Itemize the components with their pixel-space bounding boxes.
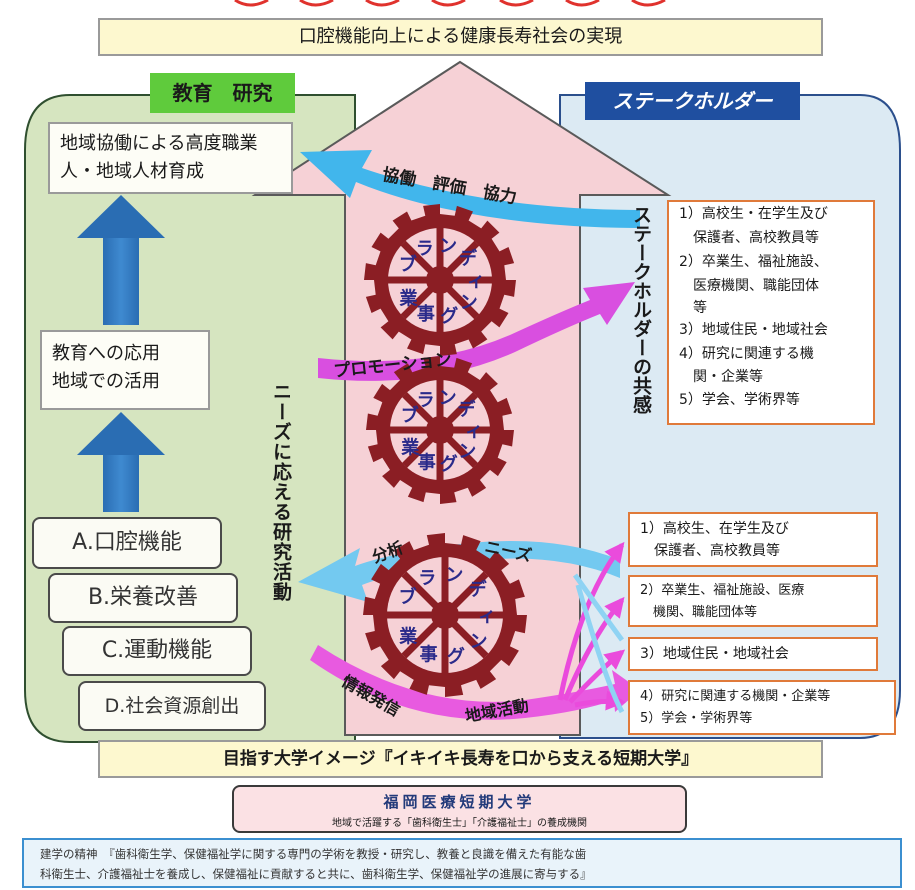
theme-c-box: C.運動機能 — [62, 626, 252, 676]
top-banner-text: 口腔機能向上による健康長寿社会の実現 — [298, 26, 623, 47]
application-box: 教育への応用 地域での活用 — [40, 330, 210, 410]
stakeholder-list-line: 保護者、高校教員等 — [679, 230, 819, 246]
stakeholder-list-line: 2）卒業生、福祉施設、 — [679, 254, 828, 270]
stakeholder-list-line: 1）高校生・在学生及び — [679, 206, 828, 222]
gear-word: 事 — [420, 644, 438, 666]
gear-word: ブ — [399, 586, 417, 608]
gear-word: グ — [440, 305, 458, 327]
goal-box-text: 地域協働による高度職業人・地域人材育成 — [60, 133, 258, 182]
image-banner: 目指す大学イメージ『イキイキ長寿を口から支える短期大学』 — [98, 740, 823, 778]
theme-b-text: B.栄養改善 — [87, 585, 199, 610]
gear-word: グ — [447, 646, 465, 668]
stakeholder-title: ステークホルダー — [585, 82, 800, 120]
stakeholder-box-1-line: 1）高校生、在学生及び — [640, 521, 789, 537]
theme-d-text: D.社会資源創出 — [104, 695, 240, 717]
gear-word: 業 — [398, 625, 418, 647]
theme-a-text: A.口腔機能 — [72, 530, 182, 555]
stakeholder-box-1: 1）高校生、在学生及び 保護者、高校教員等 — [628, 512, 878, 567]
spirit-line-2: 科衛生士、介護福祉士を養成し、保健福祉に貢献すると共に、歯科衛生学、保健福祉学の… — [40, 867, 592, 881]
up-arrow-upper — [77, 195, 165, 325]
analysis-arrow — [298, 541, 620, 602]
gear-3: ブランディング事業 — [363, 533, 527, 697]
gear-1: ブランディング事業 — [364, 204, 516, 356]
gear-word: ラ — [418, 568, 436, 589]
research-vertical-label: ニーズに応える研究活動 — [270, 382, 292, 602]
stakeholder-list-line: 4）研究に関連する機 — [679, 346, 814, 362]
gear-word: ィ — [467, 270, 485, 291]
stakeholder-box-2-line: 機関、職能団体等 — [640, 605, 758, 620]
gear-word: ン — [458, 442, 476, 463]
theme-d-box: D.社会資源創出 — [78, 681, 266, 731]
gear-word: グ — [440, 453, 458, 475]
gear-word: ィ — [478, 605, 496, 626]
stakeholder-box-2: 2）卒業生、福祉施設、医療 機関、職能団体等 — [628, 575, 878, 627]
gear-word: ラ — [416, 238, 434, 259]
stakeholder-box-4-line: 5）学会・学術界等 — [640, 711, 753, 726]
stakeholder-box-2-line: 2）卒業生、福祉施設、医療 — [640, 583, 805, 598]
spirit-line-1: 建学の精神 『歯科衛生学、保健福祉学に関する専門の学術を教授・研究し、教養と良識… — [40, 847, 587, 861]
gear-word: デ — [459, 247, 478, 269]
promotion-arrow — [318, 282, 635, 381]
goal-box: 地域協働による高度職業人・地域人材育成 — [48, 122, 293, 194]
top-decoration — [234, 0, 666, 7]
community-arrow — [310, 645, 640, 720]
gear-word: ン — [470, 631, 488, 652]
college-sub: 地域で活躍する「歯科衛生士」「介護福祉士」の養成機関 — [332, 818, 587, 829]
stakeholder-list-line: 医療機関、職能団体 — [679, 278, 819, 294]
stakeholder-list-box: 1）高校生・在学生及び 保護者、高校教員等 2）卒業生、福祉施設、 医療機関、職… — [667, 200, 875, 425]
gear-word: ィ — [465, 420, 483, 441]
gear-2: ブランディング事業 — [366, 356, 514, 504]
stakeholder-list-line: 3）地域住民・地域社会 — [679, 322, 828, 338]
stakeholder-box-3-line: 3）地域住民・地域社会 — [640, 646, 789, 662]
college-box: 福岡医療短期大学 地域で活躍する「歯科衛生士」「介護福祉士」の養成機関 — [232, 785, 687, 833]
stakeholder-box-1-line: 保護者、高校教員等 — [640, 543, 780, 559]
application-line-2: 地域での活用 — [52, 371, 160, 392]
education-title: 教育 研究 — [150, 73, 295, 113]
top-banner: 口腔機能向上による健康長寿社会の実現 — [98, 18, 823, 56]
stakeholder-list-line: 5）学会、学術界等 — [679, 392, 800, 408]
education-title-text: 教育 研究 — [172, 81, 273, 105]
spirit-box: 建学の精神 『歯科衛生学、保健福祉学に関する専門の学術を教授・研究し、教養と良識… — [22, 838, 902, 888]
theme-b-box: B.栄養改善 — [48, 573, 238, 623]
stakeholder-vertical-label: ステークホルダーの共感 — [630, 205, 652, 414]
gear-word: ラ — [417, 390, 435, 411]
collaboration-arrow — [300, 150, 640, 228]
gear-word: デ — [469, 579, 488, 601]
gear-word: 業 — [399, 288, 419, 310]
application-line-1: 教育への応用 — [52, 343, 160, 364]
up-arrow-lower — [77, 412, 165, 512]
gear-word: 事 — [417, 303, 435, 325]
gear-word: ン — [439, 236, 457, 257]
stakeholder-list-line: 等 — [679, 300, 707, 316]
fan-arrows-cyan — [572, 573, 625, 714]
stakeholder-box-3: 3）地域住民・地域社会 — [628, 637, 878, 671]
image-banner-text: 目指す大学イメージ『イキイキ長寿を口から支える短期大学』 — [222, 749, 699, 769]
theme-c-text: C.運動機能 — [101, 638, 213, 663]
college-name: 福岡医療短期大学 — [383, 793, 536, 811]
gear-word: ン — [445, 565, 463, 586]
stakeholder-list-line: 関・企業等 — [679, 369, 763, 385]
gear-word: ン — [439, 388, 457, 409]
gear-layer: ブランディング事業ブランディング事業ブランディング事業 — [363, 204, 527, 697]
gear-word: 業 — [400, 437, 420, 459]
gear-word: ブ — [399, 254, 417, 276]
gear-word: ン — [460, 293, 478, 314]
stakeholder-title-text: ステークホルダー — [612, 89, 773, 113]
gear-word: ブ — [401, 405, 419, 427]
stakeholder-box-4-line: 4）研究に関連する機関・企業等 — [640, 689, 831, 704]
theme-a-box: A.口腔機能 — [32, 517, 222, 569]
gear-word: 事 — [418, 451, 436, 473]
gear-word: デ — [457, 399, 476, 421]
stakeholder-box-4: 4）研究に関連する機関・企業等 5）学会・学術界等 — [628, 680, 896, 735]
